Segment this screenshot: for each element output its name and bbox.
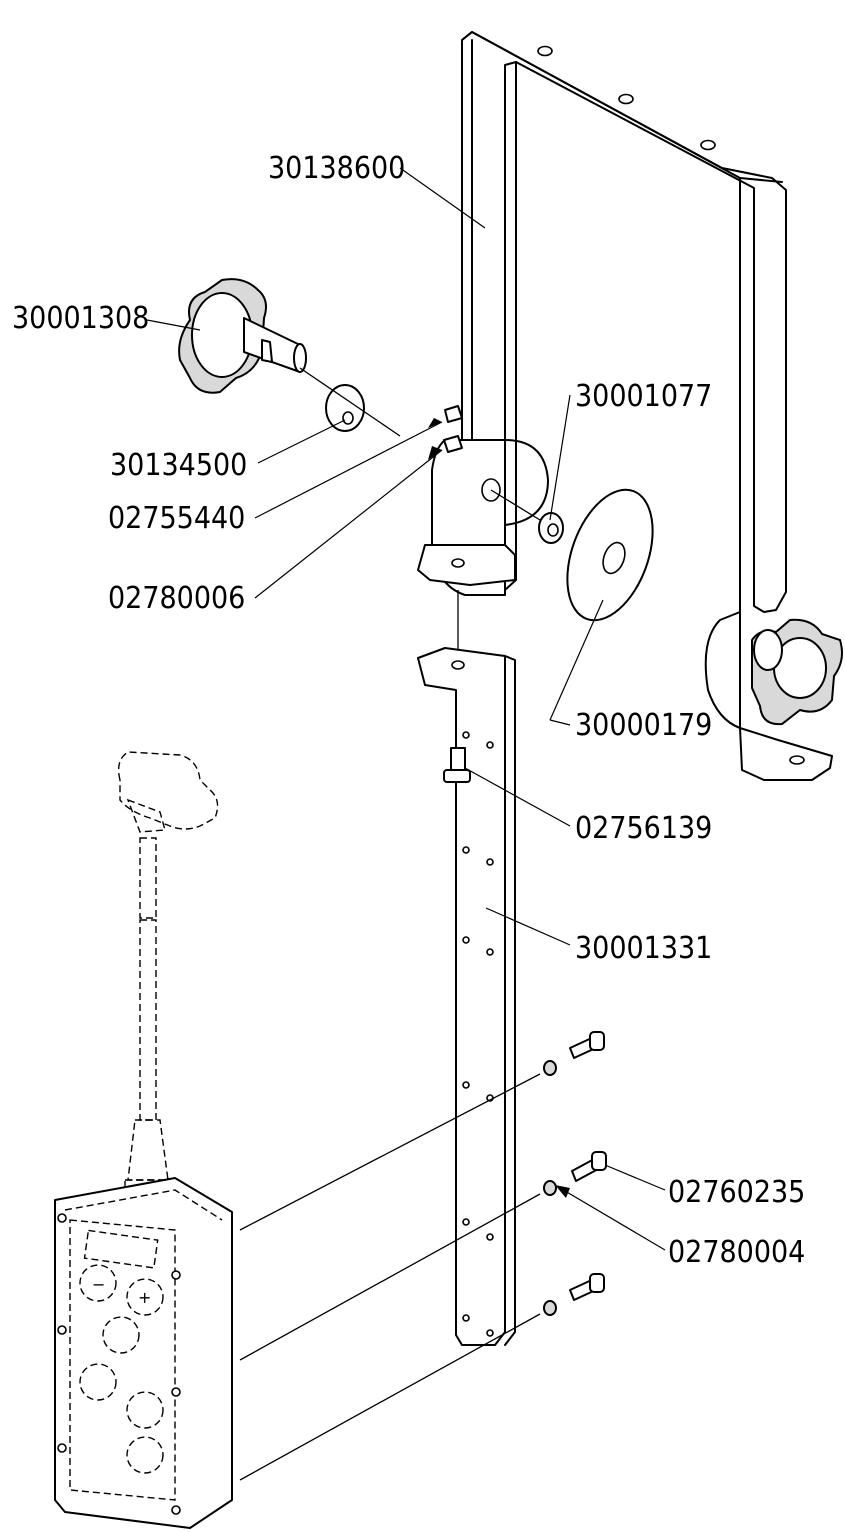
label-lock-washer: 02780006 (108, 581, 245, 616)
label-washer-large: 30000179 (575, 708, 712, 743)
svg-text:−: − (92, 1275, 105, 1294)
label-spacer: 30001077 (575, 379, 712, 414)
left-knob (178, 278, 307, 394)
screws (239, 1031, 607, 1481)
pin (443, 747, 471, 783)
nut (443, 405, 463, 453)
label-pin: 02756139 (575, 811, 712, 846)
label-nut: 02755440 (108, 501, 245, 536)
control-box: − + (54, 1177, 233, 1529)
small-washer (325, 384, 365, 432)
label-knob: 30001308 (12, 301, 149, 336)
label-flat-bar: 30001331 (575, 931, 712, 966)
flat-bar (417, 647, 516, 1346)
flat-bar-holes (462, 731, 494, 1337)
right-knob (751, 618, 843, 726)
large-washer (566, 488, 654, 622)
svg-text:+: + (138, 1288, 151, 1307)
leader-lines (146, 167, 666, 1251)
label-washer-small: 30134500 (110, 448, 247, 483)
label-screw: 02760235 (668, 1175, 805, 1210)
label-spring-washer: 02780004 (668, 1235, 805, 1270)
u-bracket (417, 31, 833, 781)
part-labels: 30138600 30001308 30134500 02755440 0278… (12, 151, 805, 1270)
label-bracket-u: 30138600 (268, 151, 405, 186)
control-box-buttons: − + (79, 1264, 164, 1474)
cable-connector (117, 751, 219, 1205)
